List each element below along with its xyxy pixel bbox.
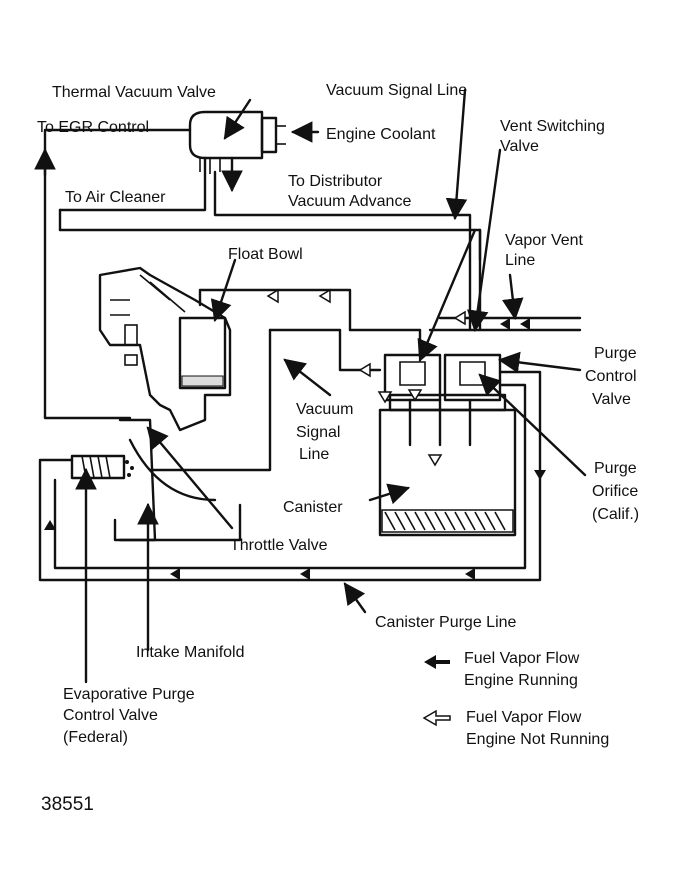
canister bbox=[378, 353, 517, 537]
label-purge-orifice-1: Purge bbox=[594, 460, 637, 477]
label-purge-control-valve-1: Purge bbox=[594, 345, 637, 362]
label-intake-manifold: Intake Manifold bbox=[136, 644, 245, 661]
label-vent-switching-valve-2: Valve bbox=[500, 138, 539, 155]
label-vapor-vent-line-1: Vapor Vent bbox=[505, 232, 584, 249]
leader-arrows bbox=[75, 88, 587, 684]
legend-not-running-2: Engine Not Running bbox=[466, 731, 609, 748]
label-purge-control-valve-2: Control bbox=[585, 368, 637, 385]
label-thermal-vacuum-valve: Thermal Vacuum Valve bbox=[52, 84, 216, 101]
legend-running-1: Fuel Vapor Flow bbox=[464, 650, 580, 667]
label-float-bowl: Float Bowl bbox=[228, 246, 303, 263]
vacuum-lines bbox=[34, 128, 482, 420]
intake-manifold bbox=[113, 418, 242, 542]
label-to-distributor-1: To Distributor bbox=[288, 173, 383, 190]
legend-hollow-arrow-icon bbox=[422, 709, 451, 727]
legend-not-running-1: Fuel Vapor Flow bbox=[466, 709, 582, 726]
label-canister-purge-line: Canister Purge Line bbox=[375, 614, 517, 631]
label-engine-coolant: Engine Coolant bbox=[326, 126, 436, 143]
carburetor bbox=[98, 266, 232, 432]
label-vacuum-signal-line-top: Vacuum Signal Line bbox=[326, 82, 467, 99]
label-vacuum-signal-line-mid-3: Line bbox=[299, 446, 329, 463]
label-purge-orifice-2: Orifice bbox=[592, 483, 638, 500]
figure-number: 38551 bbox=[41, 794, 94, 815]
label-to-egr-control: To EGR Control bbox=[37, 119, 149, 136]
canister-purge-line bbox=[38, 370, 542, 582]
label-evap-purge-2: Control Valve bbox=[63, 707, 158, 724]
label-canister: Canister bbox=[283, 499, 343, 516]
evap-purge-control-valve bbox=[70, 454, 134, 480]
label-vacuum-signal-line-mid-1: Vacuum bbox=[296, 401, 354, 418]
legend: Fuel Vapor Flow Engine Running Fuel Vapo… bbox=[422, 650, 609, 748]
label-evap-purge-3: (Federal) bbox=[63, 729, 128, 746]
labels: Thermal Vacuum Valve Vacuum Signal Line … bbox=[37, 82, 639, 746]
label-to-air-cleaner: To Air Cleaner bbox=[65, 189, 166, 206]
flow-arrows bbox=[44, 288, 546, 580]
label-purge-orifice-3: (Calif.) bbox=[592, 506, 639, 523]
label-purge-control-valve-3: Valve bbox=[592, 391, 631, 408]
label-evap-purge-1: Evaporative Purge bbox=[63, 686, 195, 703]
label-vapor-vent-line-2: Line bbox=[505, 252, 535, 269]
legend-running-2: Engine Running bbox=[464, 672, 578, 689]
label-vent-switching-valve-1: Vent Switching bbox=[500, 118, 605, 135]
label-throttle-valve: Throttle Valve bbox=[230, 537, 328, 554]
thermal-vacuum-valve bbox=[188, 110, 286, 193]
label-vacuum-signal-line-mid-2: Signal bbox=[296, 424, 340, 441]
legend-solid-arrow-icon bbox=[424, 655, 450, 669]
label-to-distributor-2: Vacuum Advance bbox=[288, 193, 411, 210]
